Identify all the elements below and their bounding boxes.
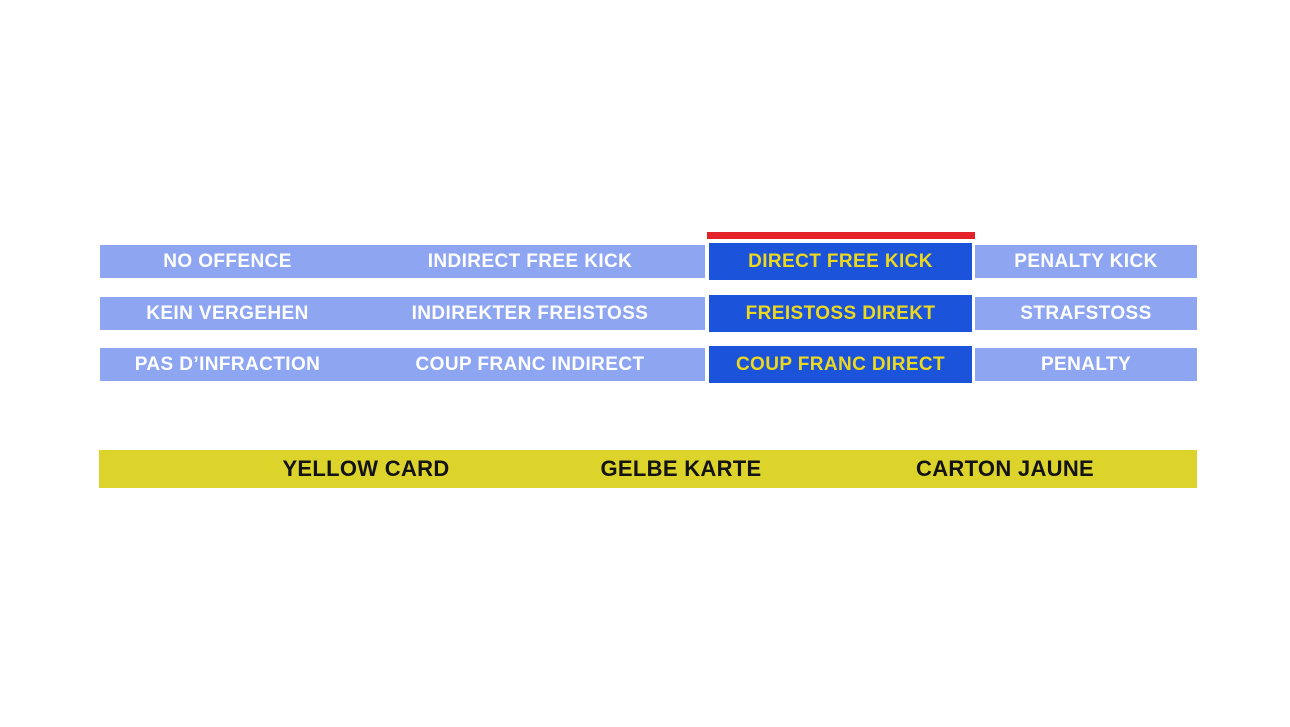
yellow-card-label-fr[interactable]: CARTON JAUNE	[916, 456, 1094, 481]
yellow-card-label-de[interactable]: GELBE KARTE	[600, 456, 762, 481]
answer-indirect-free-kick-de[interactable]: INDIREKTER FREISTOSS	[411, 302, 649, 324]
answer-indirect-free-kick-en[interactable]: INDIRECT FREE KICK	[427, 250, 633, 272]
answer-no-offence-en[interactable]: NO OFFENCE	[163, 250, 292, 272]
answer-no-offence-fr[interactable]: PAS D’INFRACTION	[134, 353, 321, 375]
answer-row-german: KEIN VERGEHEN INDIREKTER FREISTOSS	[100, 297, 705, 330]
answer-no-offence-de[interactable]: KEIN VERGEHEN	[146, 302, 309, 324]
answer-penalty-kick-de-label: STRAFSTOSS	[1020, 302, 1152, 324]
answer-row-french: PAS D’INFRACTION COUP FRANC INDIRECT	[100, 348, 705, 381]
answer-penalty-kick-fr[interactable]: PENALTY	[975, 348, 1197, 381]
answer-penalty-kick-de[interactable]: STRAFSTOSS	[975, 297, 1197, 330]
yellow-card-label-en[interactable]: YELLOW CARD	[282, 456, 450, 481]
answer-penalty-kick-en[interactable]: PENALTY KICK	[975, 245, 1197, 278]
answer-penalty-kick-fr-label: PENALTY	[1040, 353, 1132, 375]
answer-indirect-free-kick-fr[interactable]: COUP FRANC INDIRECT	[415, 353, 645, 375]
selected-column-indicator	[707, 232, 975, 239]
answer-direct-free-kick-fr-selected[interactable]: COUP FRANC DIRECT	[709, 346, 972, 383]
answer-direct-free-kick-de-selected[interactable]: FREISTOSS DIREKT	[709, 295, 972, 332]
answer-penalty-kick-en-label: PENALTY KICK	[1014, 250, 1158, 272]
answer-row-english: NO OFFENCE INDIRECT FREE KICK	[100, 245, 705, 278]
yellow-card-bar[interactable]: YELLOW CARD GELBE KARTE CARTON JAUNE	[99, 450, 1197, 488]
answer-direct-free-kick-en-selected[interactable]: DIRECT FREE KICK	[709, 243, 972, 280]
